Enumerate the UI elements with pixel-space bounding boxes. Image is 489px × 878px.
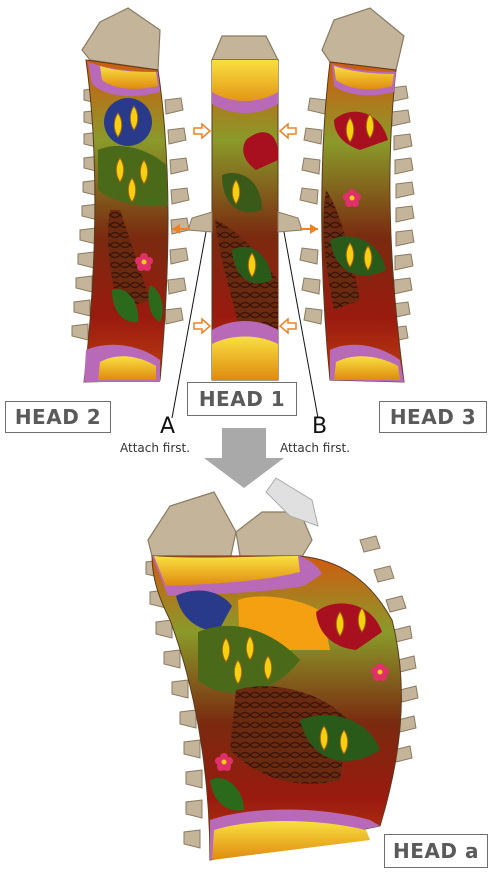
marker-a-letter: A (160, 416, 175, 438)
head2-piece (72, 8, 189, 382)
marker-b-note: Attach first. (280, 442, 350, 454)
head1-piece (172, 36, 318, 380)
head-a-piece (146, 478, 418, 860)
head3-label: HEAD 3 (379, 401, 487, 433)
down-arrow-icon (204, 428, 284, 488)
head3-piece (300, 8, 414, 382)
head-a-label: HEAD a (384, 834, 488, 868)
marker-a-note: Attach first. (120, 442, 190, 454)
head1-label: HEAD 1 (187, 382, 297, 416)
head2-label: HEAD 2 (5, 401, 111, 433)
marker-b-letter: B (312, 416, 327, 438)
